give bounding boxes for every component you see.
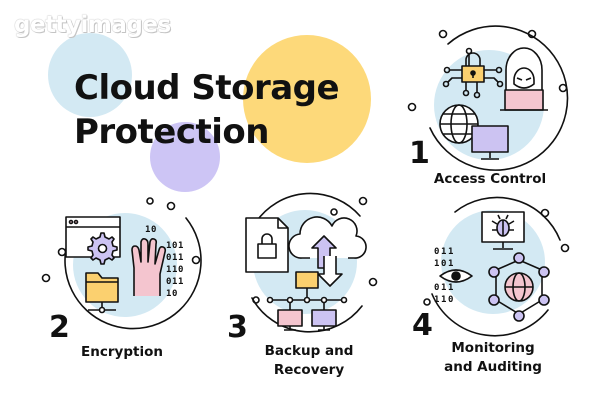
svg-text:1: 1 [166,289,171,299]
svg-text:0: 0 [178,265,183,275]
svg-text:0: 0 [172,289,177,299]
svg-text:0: 0 [448,295,453,305]
item-3-label-line-2: Recovery [273,362,345,378]
page-title: Cloud Storage Protection [74,66,340,154]
laptop-icon [500,89,548,111]
yellow-blob [243,35,371,163]
svg-text:0: 0 [434,283,439,293]
title-line-1: Cloud Storage [74,68,340,108]
svg-text:1: 1 [172,253,177,263]
item-4-label: Monitoring and Auditing [428,339,558,377]
svg-text:0: 0 [172,241,177,251]
svg-text:0: 0 [441,259,446,269]
svg-text:1: 1 [441,247,446,257]
item-4-number: 4 [412,308,433,343]
svg-text:0: 0 [166,253,171,263]
svg-text:1: 1 [178,241,183,251]
svg-text:0: 0 [151,225,156,235]
padlock-icon [442,47,504,99]
svg-text:1: 1 [441,283,446,293]
svg-text:0: 0 [166,277,171,287]
purple-blob [150,122,220,192]
cloud-sync-icon [288,216,367,287]
blue-blob [48,33,132,117]
svg-text:1: 1 [145,225,150,235]
item-1-label: Access Control [433,171,547,187]
svg-text:1: 1 [166,241,171,251]
svg-text:1: 1 [448,259,453,269]
svg-text:1: 1 [448,247,453,257]
bug-icon [491,214,515,237]
folder-icon [85,272,119,314]
globe-icon [439,104,479,144]
item-3-label: Backup and Recovery [244,342,374,380]
item-3-label-line-1: Backup and [264,343,354,359]
svg-text:1: 1 [166,265,171,275]
svg-text:1: 1 [441,295,446,305]
item-2-label: Encryption [81,344,163,360]
item-4-label-line-2: and Auditing [444,359,542,375]
svg-text:1: 1 [172,277,177,287]
watermark: gettyimages [14,12,171,38]
item-2-number: 2 [49,310,70,345]
svg-text:1: 1 [178,253,183,263]
gear-icon [87,232,118,265]
title-line-2: Protection [74,112,269,152]
network-globe-icon [488,252,550,322]
svg-text:1: 1 [448,283,453,293]
item-3-number: 3 [227,310,248,345]
eye-icon [439,269,473,283]
svg-text:1: 1 [172,265,177,275]
item-4-label-line-1: Monitoring [451,340,535,356]
hacker-icon [505,47,543,90]
svg-text:0: 0 [434,247,439,257]
svg-text:1: 1 [434,259,439,269]
document-lock-icon [245,217,289,273]
hand-icon [131,238,167,296]
svg-text:1: 1 [434,295,439,305]
svg-text:1: 1 [178,277,183,287]
network-icon [266,271,348,331]
monitor-icon [471,125,509,160]
item-1-number: 1 [409,136,430,171]
